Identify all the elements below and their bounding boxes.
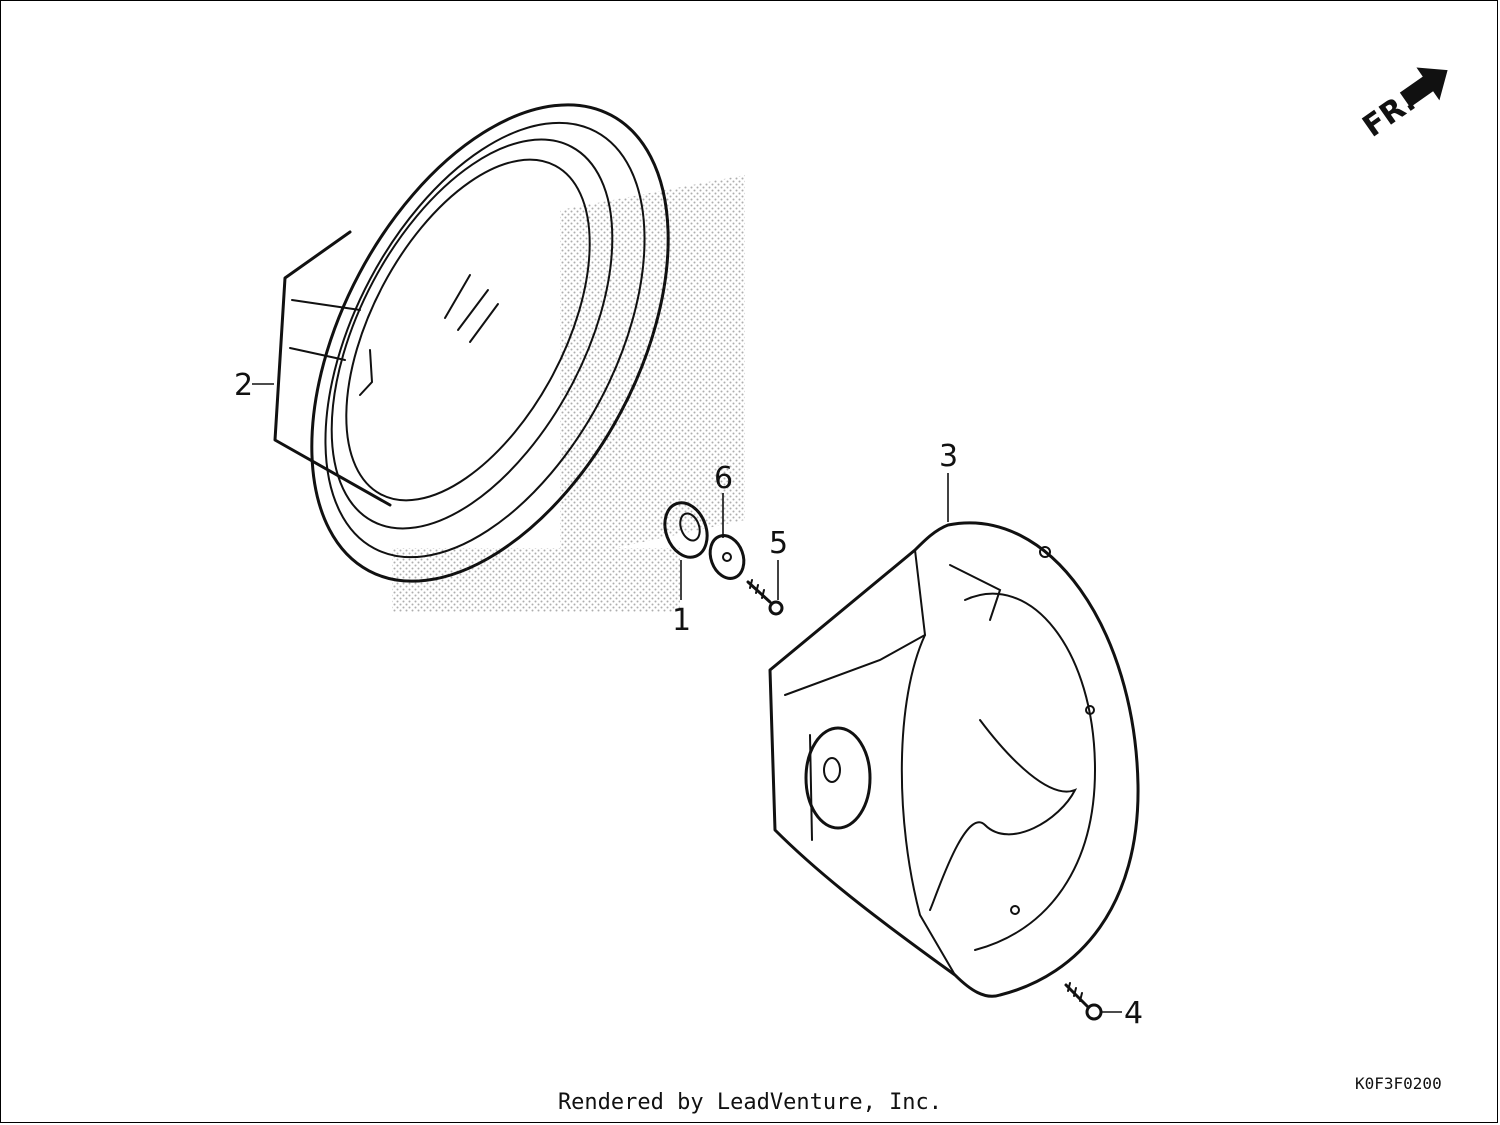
front-direction-arrow-icon xyxy=(1399,67,1448,108)
callout-6[interactable]: 6 xyxy=(714,461,733,496)
callout-5[interactable]: 5 xyxy=(769,526,788,561)
callout-4[interactable]: 4 xyxy=(1124,996,1143,1031)
callout-1[interactable]: 1 xyxy=(672,603,691,638)
watermark-logo xyxy=(392,175,745,612)
part-3-meter-housing[interactable] xyxy=(768,521,1140,998)
part-6-washer[interactable] xyxy=(704,531,749,583)
footer-credit: Rendered by LeadVenture, Inc. xyxy=(557,1090,943,1115)
part-2-meter-cover[interactable] xyxy=(238,46,742,641)
part-5-screw[interactable] xyxy=(746,579,784,616)
part-1-grommet[interactable] xyxy=(658,497,715,563)
part-4-screw[interactable] xyxy=(1064,982,1103,1021)
callout-2[interactable]: 2 xyxy=(234,368,253,403)
diagram-code: K0F3F0200 xyxy=(1355,1074,1442,1093)
callout-3[interactable]: 3 xyxy=(939,439,958,474)
